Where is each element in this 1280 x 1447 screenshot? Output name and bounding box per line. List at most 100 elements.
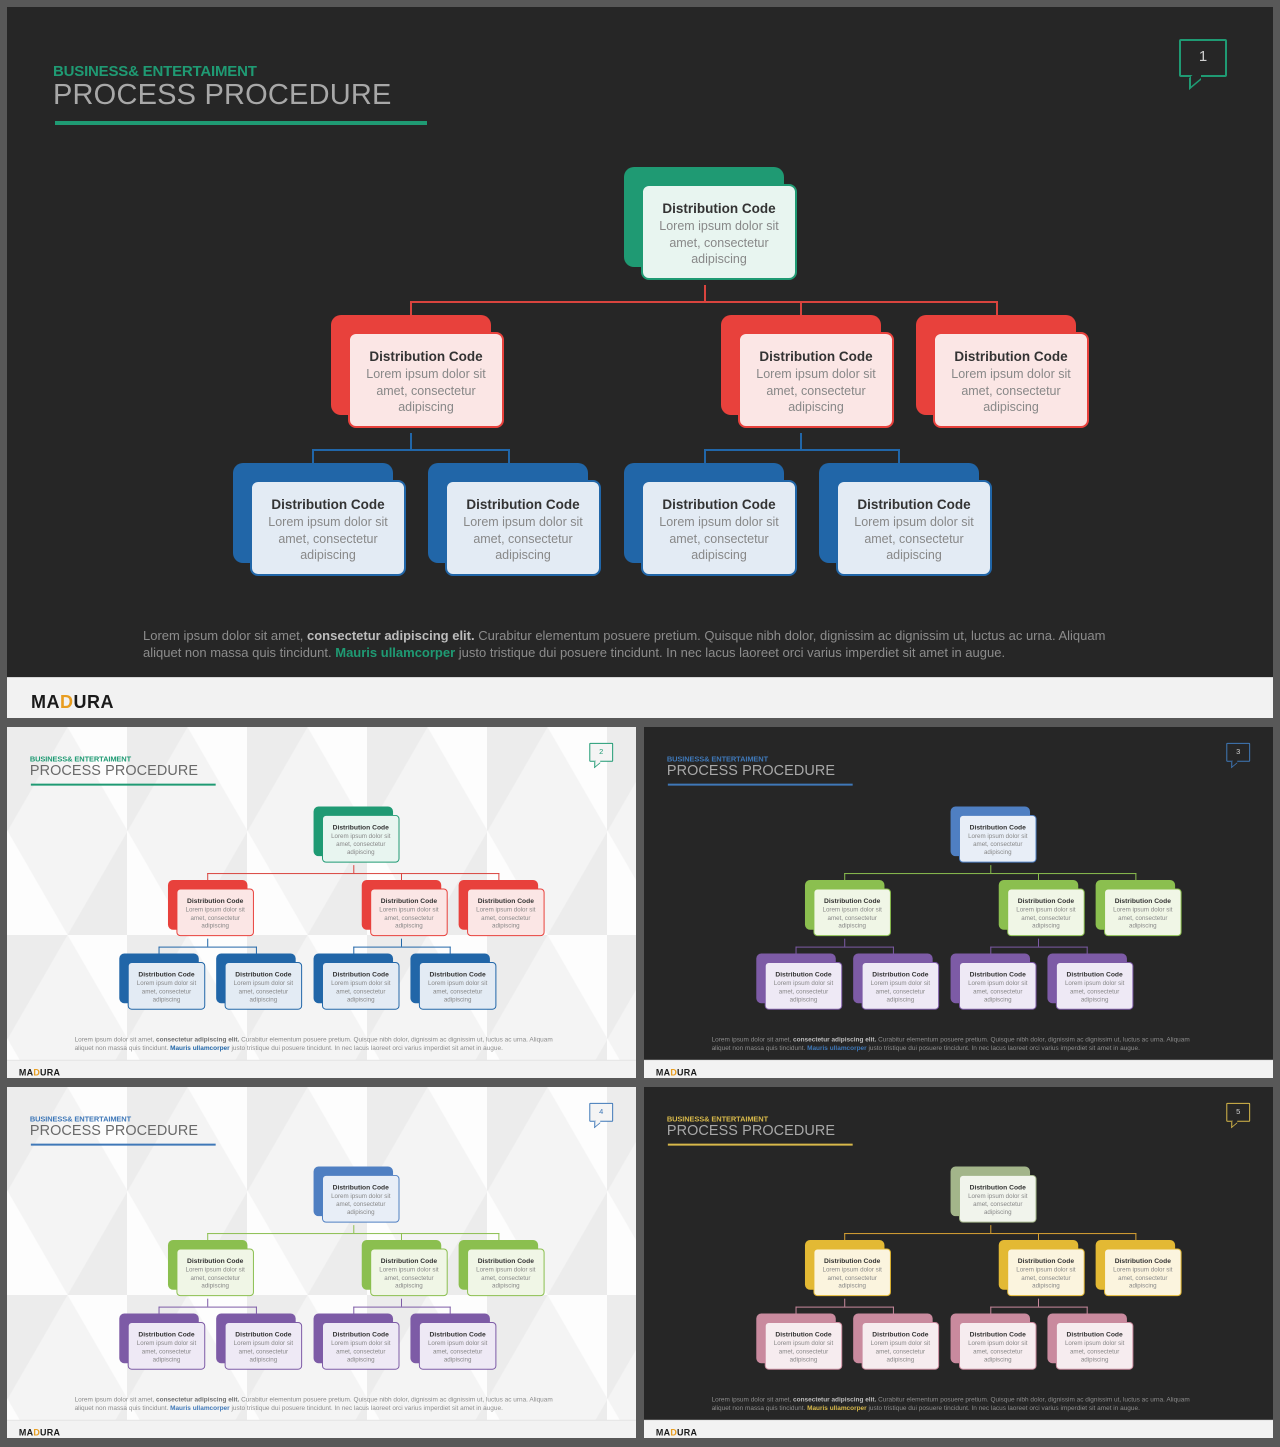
connector-line [990, 865, 992, 874]
connector-line [844, 938, 846, 947]
description-paragraph: Lorem ipsum dolor sit amet, consectetur … [75, 1035, 572, 1052]
node-body: Lorem ipsum dolor sit amet, consectetur … [136, 1339, 197, 1363]
paragraph-bold: consectetur adipiscing elit. [793, 1395, 877, 1403]
connector-line [795, 946, 797, 955]
node-body: Lorem ipsum dolor sit amet, consectetur … [968, 1192, 1028, 1216]
node-body: Lorem ipsum dolor sit amet, consectetur … [773, 979, 834, 1003]
node-body: Lorem ipsum dolor sit amet, consectetur … [822, 1265, 882, 1290]
logo-part: URA [677, 1427, 698, 1438]
paragraph-text: Curabitur elementum posuere pretium. Qui… [143, 628, 1106, 660]
connector-line [400, 1298, 402, 1307]
slide-number: 5 [1236, 1107, 1241, 1116]
node-title: Distribution Code [235, 970, 292, 978]
connector-line [1135, 1233, 1137, 1242]
comment-icon-tail [1231, 757, 1238, 769]
node-body: Lorem ipsum dolor sit amet, consectetur … [968, 1339, 1028, 1363]
node-title: Distribution Code [969, 823, 1026, 831]
node-body: Lorem ipsum dolor sit amet, consectetur … [233, 1339, 294, 1363]
node-body: Lorem ipsum dolor sit amet, consectetur … [476, 905, 536, 930]
node-body: Lorem ipsum dolor sit amet, consectetur … [870, 1339, 931, 1363]
connector-line [990, 946, 992, 955]
slide-footer: MADURA [7, 677, 1273, 718]
connector-line [207, 873, 209, 882]
connector-line [312, 449, 510, 451]
node-body: Lorem ipsum dolor sit amet, consectetur … [968, 979, 1028, 1003]
paragraph-bold: consectetur adipiscing elit. [156, 1395, 240, 1403]
slide-title: PROCESS PROCEDURE [53, 79, 392, 111]
node-body: Lorem ipsum dolor sit amet, consectetur … [331, 1192, 391, 1216]
node-body: Lorem ipsum dolor sit amet, consectetur … [331, 1339, 391, 1363]
slide-title: PROCESS PROCEDURE [29, 1122, 199, 1139]
connector-line [353, 946, 355, 955]
paragraph-text: Lorem ipsum dolor sit amet, [74, 1035, 157, 1043]
connector-line [990, 1306, 992, 1315]
connector-line [795, 1306, 894, 1308]
node-body: Lorem ipsum dolor sit amet, consectetur … [136, 979, 197, 1003]
node-title: Distribution Code [857, 497, 971, 512]
connector-line [800, 301, 802, 317]
node-body: Lorem ipsum dolor sit amet, consectetur … [773, 1339, 834, 1363]
comment-icon-tail [594, 1117, 601, 1129]
connector-line [400, 873, 402, 882]
paragraph-text: justo tristique dui posuere tincidunt. I… [455, 645, 1006, 660]
paragraph-text: justo tristique dui posuere tincidunt. I… [229, 1403, 503, 1412]
